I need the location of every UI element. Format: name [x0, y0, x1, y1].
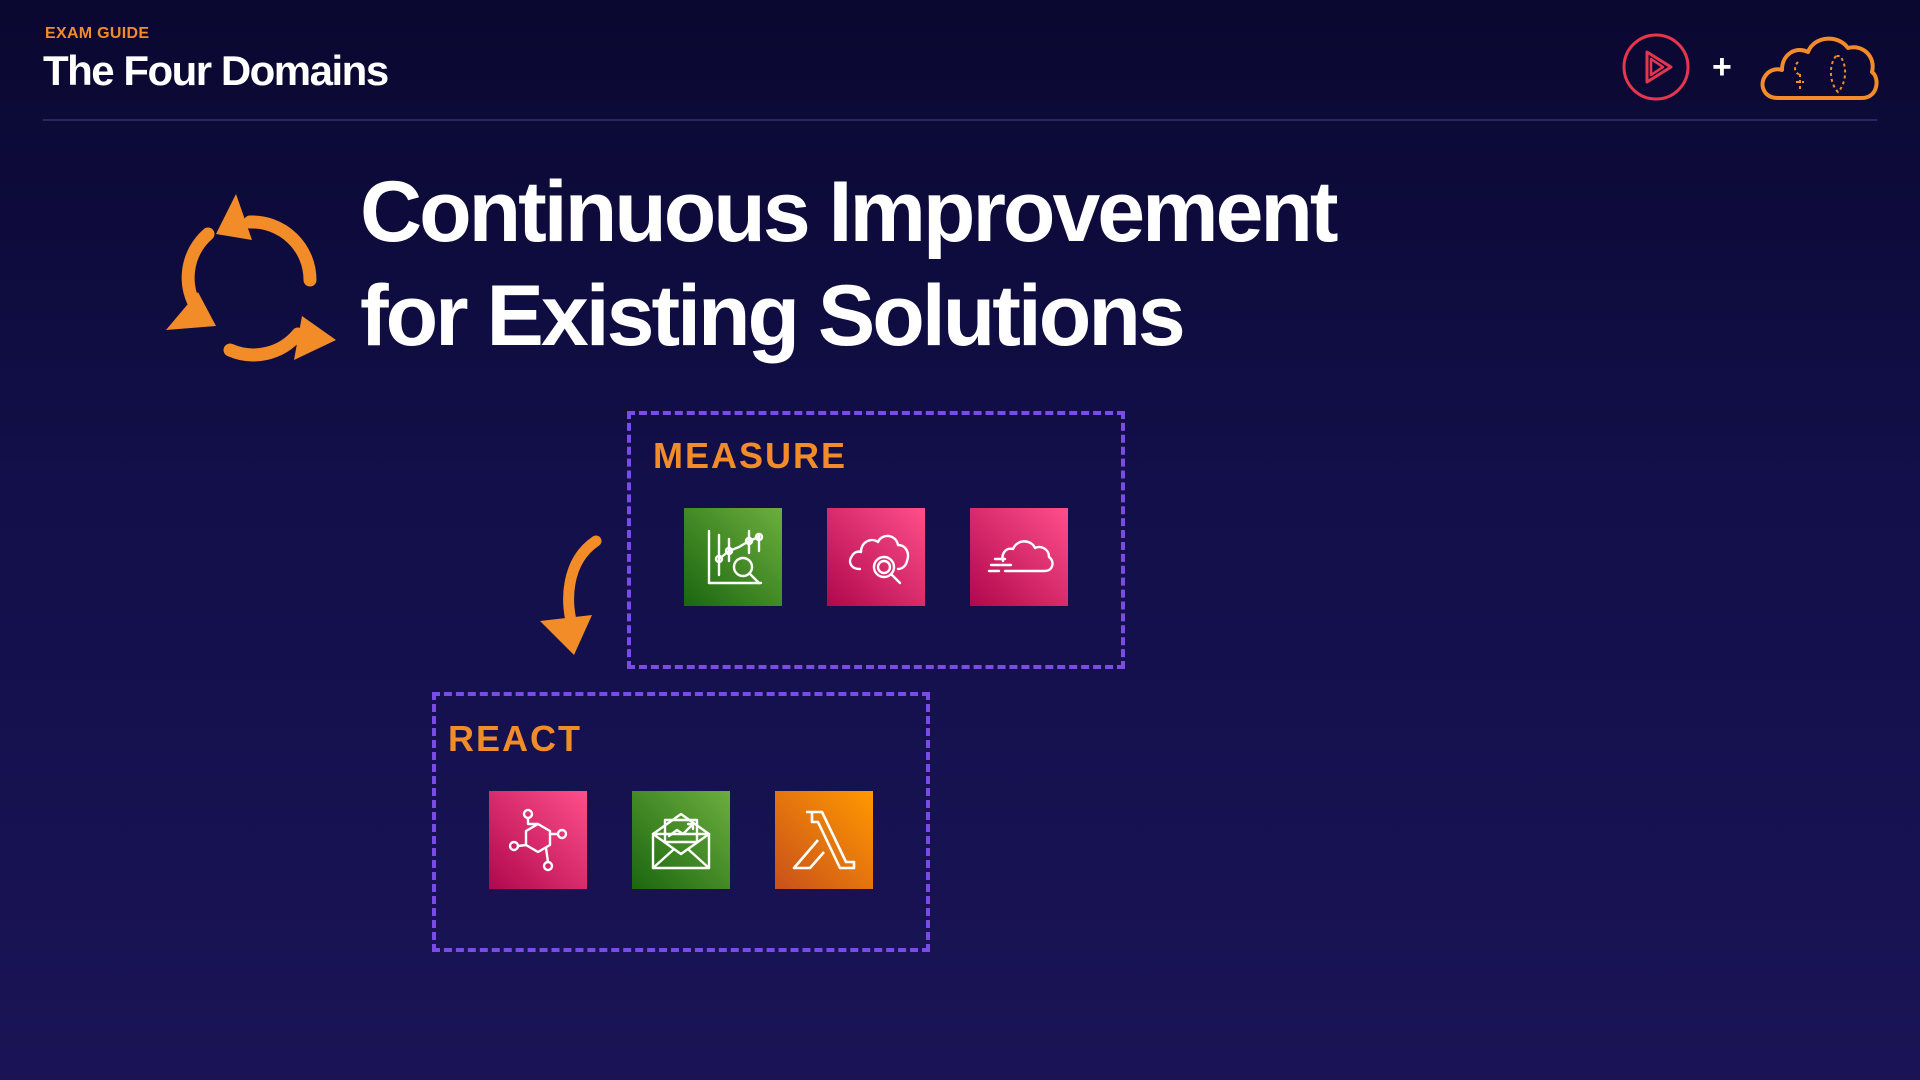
event-bus-icon [489, 791, 587, 889]
page-title: The Four Domains [43, 47, 389, 94]
cloud-fast-icon [970, 508, 1068, 606]
analytics-chart-icon [684, 508, 782, 606]
headline-line-1: Continuous Improvement [360, 164, 1339, 260]
eyebrow-label: EXAM GUIDE [45, 25, 150, 42]
measure-panel: MEASURE [627, 411, 1125, 669]
measure-label: MEASURE [653, 435, 848, 476]
cloud-logo-icon [1760, 36, 1879, 100]
notification-email-icon [632, 791, 730, 889]
slide-headline: Continuous Improvement for Existing Solu… [360, 160, 1339, 368]
header-divider [43, 119, 1877, 121]
react-panel: REACT [432, 692, 930, 952]
lambda-icon [775, 791, 873, 889]
play-logo-icon [1622, 33, 1690, 101]
react-label: REACT [448, 718, 582, 759]
cloud-search-icon [827, 508, 925, 606]
plus-sign: + [1712, 48, 1732, 86]
curved-arrow-down-icon [540, 535, 602, 655]
cycle-arrows-icon [166, 194, 336, 362]
headline-line-2: for Existing Solutions [360, 268, 1186, 364]
